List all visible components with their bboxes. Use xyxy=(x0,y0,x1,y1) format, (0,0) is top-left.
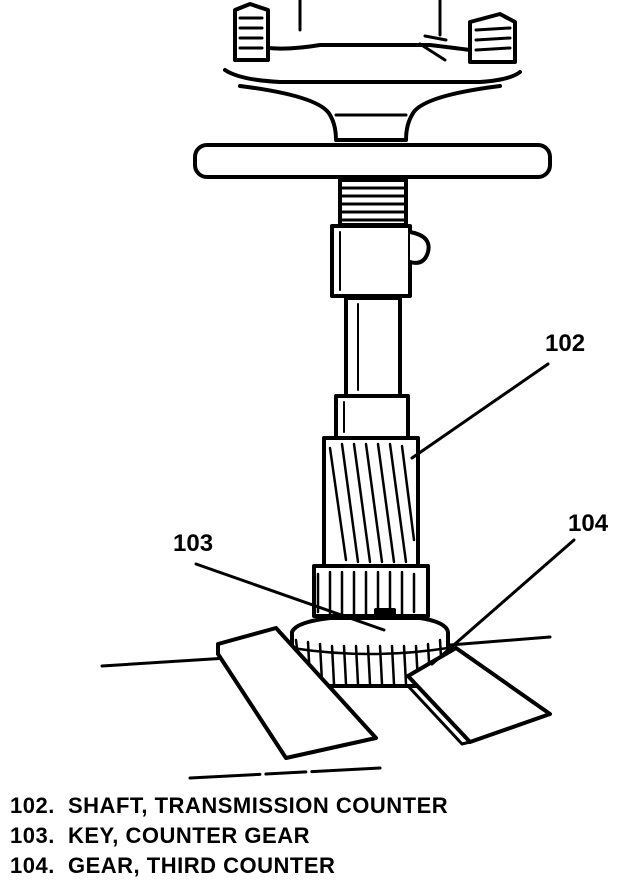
legend-number: 104. xyxy=(10,853,55,878)
leader-line-103 xyxy=(194,562,386,632)
helical-gear-section xyxy=(322,436,420,570)
right-support-block xyxy=(406,646,552,746)
legend-number: 102. xyxy=(10,793,55,818)
legend-row-103: 103. KEY, COUNTER GEAR xyxy=(10,821,448,851)
legend-row-104: 104. GEAR, THIRD COUNTER xyxy=(10,851,448,881)
legend-number: 103. xyxy=(10,823,55,848)
press-ram xyxy=(330,224,431,298)
press-assembly-illustration xyxy=(100,0,576,780)
leader-line-104 xyxy=(430,538,576,666)
press-plate xyxy=(193,143,552,179)
threaded-spindle xyxy=(338,178,408,227)
callout-103: 103 xyxy=(173,530,214,557)
callout-102: 102 xyxy=(545,330,586,357)
leader-line-102 xyxy=(410,362,550,460)
legend-row-102: 102. SHAFT, TRANSMISSION COUNTER xyxy=(10,791,448,821)
legend-text: SHAFT, TRANSMISSION COUNTER xyxy=(68,793,449,818)
counter-shaft xyxy=(334,296,410,440)
parts-legend: 102. SHAFT, TRANSMISSION COUNTER 103. KEY,… xyxy=(10,791,448,881)
legend-text: GEAR, THIRD COUNTER xyxy=(68,853,336,878)
legend-text: KEY, COUNTER GEAR xyxy=(68,823,310,848)
counter-gear xyxy=(312,564,430,618)
callout-104: 104 xyxy=(568,510,609,537)
press-collar xyxy=(238,84,502,142)
left-support-block xyxy=(216,626,378,760)
press-top xyxy=(223,0,522,84)
base-line xyxy=(188,766,382,780)
